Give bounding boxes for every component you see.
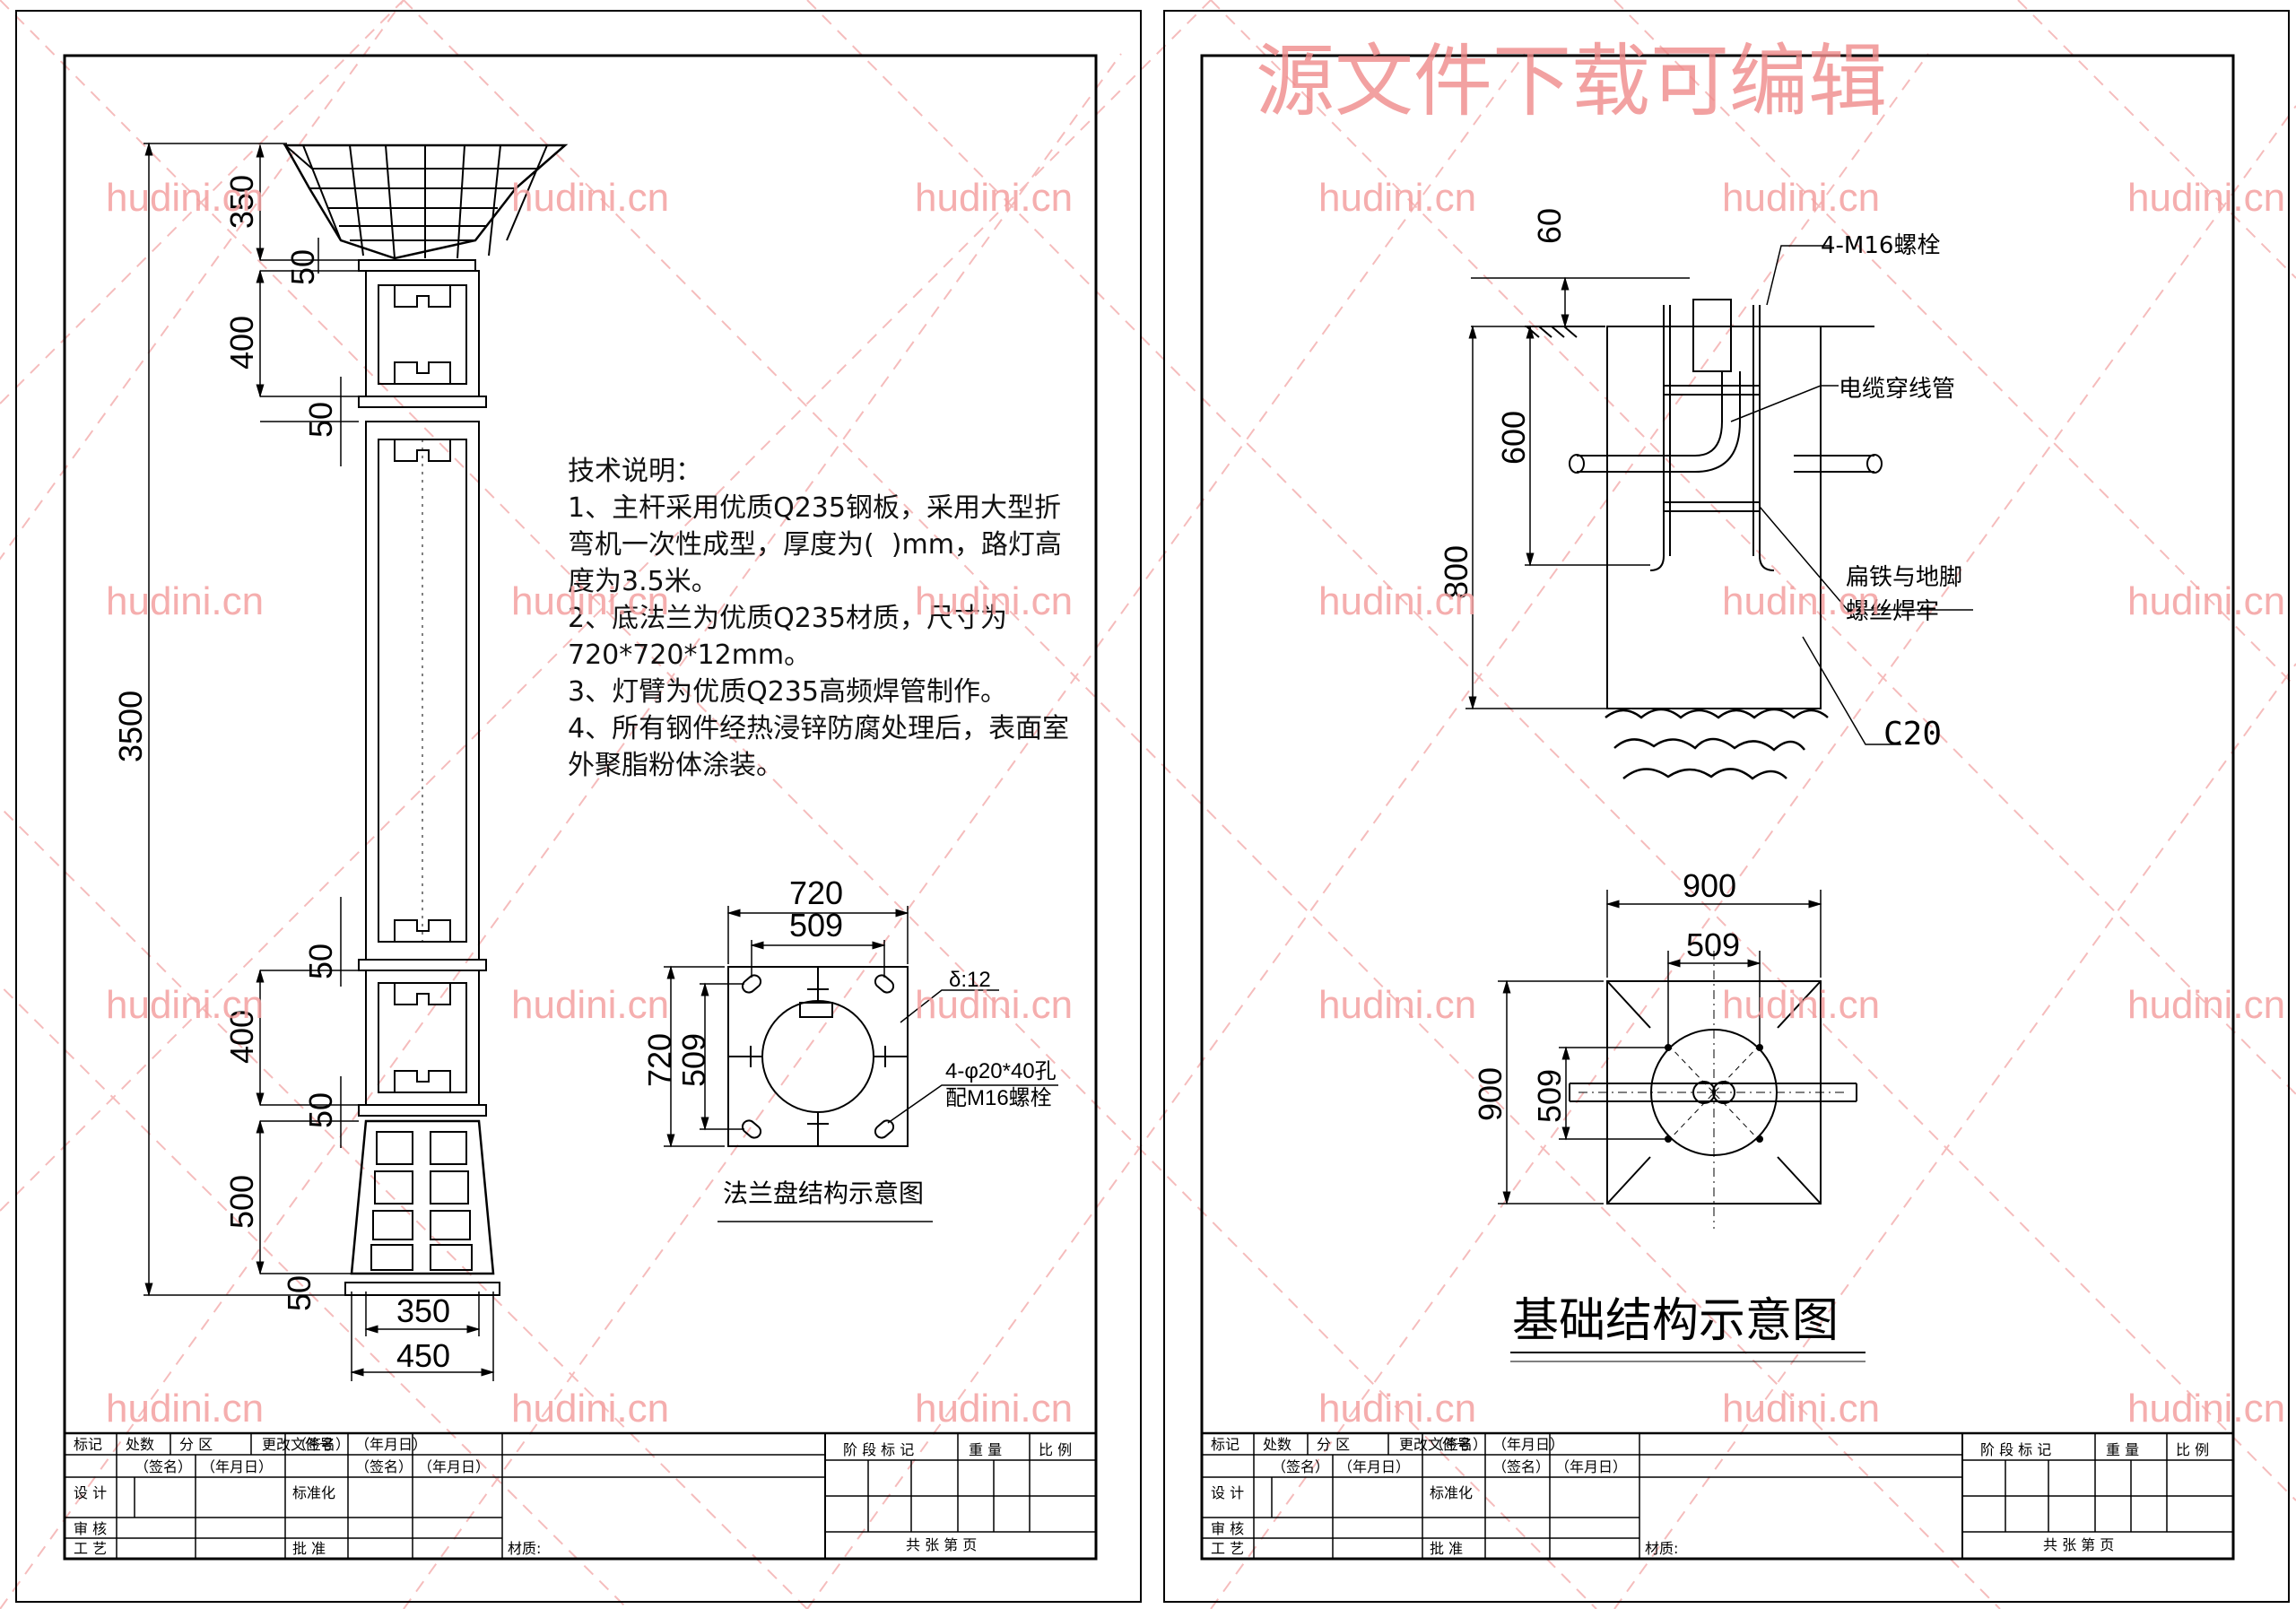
dim-lower-box: 400 bbox=[223, 1010, 260, 1064]
label-weld-line1: 扁铁与地脚 bbox=[1846, 564, 1962, 591]
svg-text:重 量: 重 量 bbox=[969, 1441, 1002, 1458]
foundation-plan-labels: 900 509 900 509 基础结构示意图 bbox=[1472, 867, 1839, 1348]
dim-upper-box: 400 bbox=[223, 316, 260, 370]
watermark-title: 源文件下载可编辑 bbox=[1256, 35, 1888, 127]
svg-text:批 准: 批 准 bbox=[292, 1540, 326, 1557]
label-weld-line2: 螺丝焊牢 bbox=[1846, 598, 1939, 625]
svg-text:（年月日）: （年月日） bbox=[201, 1458, 273, 1475]
svg-text:处数: 处数 bbox=[126, 1436, 154, 1453]
svg-text:设 计: 设 计 bbox=[74, 1484, 107, 1501]
dim-top-lamp: 350 bbox=[223, 175, 260, 229]
flange-plate bbox=[664, 906, 1058, 1222]
foundation-plan bbox=[1498, 890, 1866, 1362]
flange-bolt-spacing-h: 509 bbox=[789, 907, 843, 944]
svg-text:分 区: 分 区 bbox=[1317, 1436, 1350, 1453]
svg-text:审 核: 审 核 bbox=[74, 1520, 107, 1537]
title-block-left-text: 标记 处数 分 区 更改文件号 （签名） （年月日） 设 计 （签名） （年月日… bbox=[74, 1436, 1072, 1557]
dim-gap-3: 50 bbox=[302, 1092, 339, 1128]
flange-labels: 720 509 720 509 δ:12 4-φ20*40孔 配M16螺栓 法兰… bbox=[641, 874, 1057, 1208]
svg-text:材质:: 材质: bbox=[1645, 1540, 1678, 1557]
svg-text:（年月日）: （年月日） bbox=[355, 1436, 427, 1453]
tech-note-3: 3、灯臂为优质Q235高频焊管制作。 bbox=[568, 676, 1007, 708]
label-concrete: C20 bbox=[1883, 716, 1942, 752]
svg-text:（签名）: （签名） bbox=[1492, 1458, 1550, 1475]
svg-text:（年月日）: （年月日） bbox=[1555, 1458, 1627, 1475]
dim-total-height: 3500 bbox=[112, 691, 149, 762]
svg-text:分 区: 分 区 bbox=[179, 1436, 213, 1453]
svg-text:批 准: 批 准 bbox=[1430, 1540, 1463, 1557]
sheet-borders bbox=[15, 10, 2290, 1603]
foundation-section-labels: 60 600 800 4-M16螺栓 电缆穿线管 扁铁与地脚 螺丝焊牢 C20 bbox=[1438, 208, 1962, 752]
dim-base-inner-width: 350 bbox=[396, 1292, 450, 1329]
svg-text:阶 段 标 记: 阶 段 标 记 bbox=[1980, 1441, 2051, 1458]
label-bolts: 4-M16螺栓 bbox=[1821, 232, 1940, 259]
svg-text:工 艺: 工 艺 bbox=[74, 1540, 107, 1557]
flange-holes-line1: 4-φ20*40孔 bbox=[945, 1059, 1057, 1083]
dim-gap-2: 50 bbox=[302, 402, 339, 438]
flange-holes-line2: 配M16螺栓 bbox=[945, 1086, 1052, 1110]
label-conduit: 电缆穿线管 bbox=[1839, 376, 1955, 403]
svg-text:工 艺: 工 艺 bbox=[1211, 1540, 1244, 1557]
tech-note-1: 1、主杆采用优质Q235钢板，采用大型折弯机一次性成型，厚度为( )mm，路灯高… bbox=[568, 492, 1062, 597]
tech-notes-heading: 技术说明： bbox=[568, 456, 702, 487]
foundation-caption: 基础结构示意图 bbox=[1512, 1294, 1839, 1348]
dim-gap-4: 50 bbox=[281, 1275, 317, 1311]
svg-text:设 计: 设 计 bbox=[1211, 1484, 1244, 1501]
svg-text:（签名）: （签名） bbox=[135, 1458, 192, 1475]
svg-text:标记: 标记 bbox=[74, 1436, 102, 1453]
dim-lower-box-gap: 50 bbox=[302, 944, 339, 979]
svg-text:（签名）: （签名） bbox=[355, 1458, 413, 1475]
dim-base-outer-width: 450 bbox=[396, 1337, 450, 1374]
dim-gap-1: 50 bbox=[284, 249, 321, 285]
svg-text:（年月日）: （年月日） bbox=[1492, 1436, 1564, 1453]
pole-elevation bbox=[283, 144, 569, 1296]
svg-text:比 例: 比 例 bbox=[1039, 1441, 1072, 1458]
svg-text:阶 段 标 记: 阶 段 标 记 bbox=[843, 1441, 914, 1458]
dim-top-60: 60 bbox=[1531, 208, 1568, 244]
tech-note-4: 4、所有钢件经热浸锌防腐处理后，表面室外聚脂粉体涂装。 bbox=[568, 713, 1070, 781]
tech-notes: 技术说明： 1、主杆采用优质Q235钢板，采用大型折弯机一次性成型，厚度为( )… bbox=[568, 453, 1079, 784]
flange-outer-width: 720 bbox=[789, 874, 843, 911]
svg-text:共 张 第 页: 共 张 第 页 bbox=[906, 1536, 977, 1553]
flange-thickness: δ:12 bbox=[949, 968, 991, 992]
svg-text:（年月日）: （年月日） bbox=[1338, 1458, 1410, 1475]
svg-text:（签名）: （签名） bbox=[1272, 1458, 1329, 1475]
svg-text:处数: 处数 bbox=[1263, 1436, 1292, 1453]
svg-text:共 张 第 页: 共 张 第 页 bbox=[2043, 1536, 2114, 1553]
title-block-left bbox=[63, 1431, 1098, 1561]
svg-text:材质:: 材质: bbox=[508, 1540, 541, 1557]
svg-text:审 核: 审 核 bbox=[1211, 1520, 1244, 1537]
foundation-section bbox=[1465, 245, 1973, 780]
plan-bolt-h: 509 bbox=[1686, 926, 1740, 963]
svg-text:标记: 标记 bbox=[1211, 1436, 1239, 1453]
plan-bolt-v: 509 bbox=[1531, 1069, 1568, 1123]
pole-dimension-labels: 3500 350 50 400 50 50 400 50 500 50 350 … bbox=[112, 175, 450, 1374]
svg-text:（年月日）: （年月日） bbox=[418, 1458, 490, 1475]
title-block-right bbox=[1200, 1431, 2235, 1561]
title-block-right-text: 标记 处数 分 区 更改文件号 （签名） （年月日） 设 计 （签名） （年月日… bbox=[1211, 1436, 2209, 1557]
svg-text:标准化: 标准化 bbox=[292, 1484, 335, 1501]
flange-caption: 法兰盘结构示意图 bbox=[723, 1178, 924, 1208]
plan-width: 900 bbox=[1683, 867, 1736, 904]
plan-height: 900 bbox=[1472, 1067, 1509, 1121]
flange-outer-height: 720 bbox=[641, 1033, 678, 1087]
tech-note-2: 2、底法兰为优质Q235材质，尺寸为720*720*12mm。 bbox=[568, 603, 1007, 671]
svg-text:更改文件号: 更改文件号 bbox=[1399, 1436, 1471, 1453]
svg-text:比 例: 比 例 bbox=[2176, 1441, 2209, 1458]
dim-base-section: 500 bbox=[223, 1175, 260, 1229]
flange-bolt-spacing-v: 509 bbox=[675, 1033, 712, 1087]
svg-text:重 量: 重 量 bbox=[2106, 1441, 2139, 1458]
dim-600: 600 bbox=[1495, 411, 1532, 465]
svg-text:（签名）: （签名） bbox=[1430, 1436, 1487, 1453]
svg-text:（签名）: （签名） bbox=[292, 1436, 350, 1453]
pole-dimensions bbox=[144, 142, 495, 1381]
svg-text:更改文件号: 更改文件号 bbox=[262, 1436, 334, 1453]
svg-text:标准化: 标准化 bbox=[1430, 1484, 1473, 1501]
dim-800: 800 bbox=[1438, 545, 1474, 599]
